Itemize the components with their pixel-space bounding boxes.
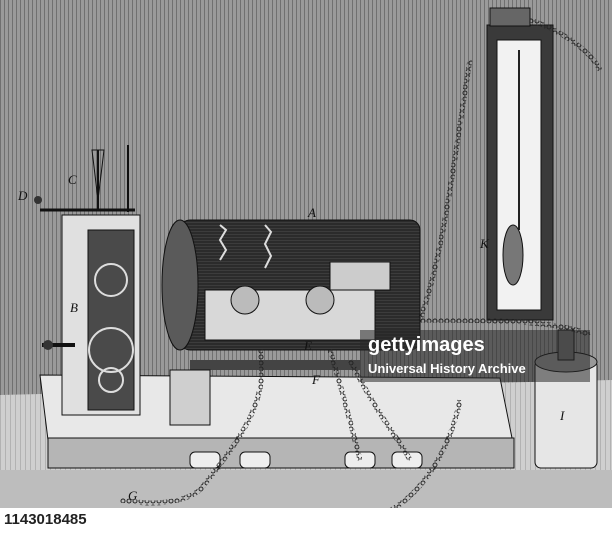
label-d: D	[18, 188, 28, 203]
label-e: E	[304, 338, 312, 353]
footer-bar	[0, 508, 612, 533]
label-i: I	[560, 408, 565, 423]
label-b: B	[70, 300, 78, 315]
watermark-brand: gettyimages	[368, 334, 485, 356]
label-f: F	[312, 372, 320, 387]
wire	[327, 349, 363, 461]
watermark: gettyimages Universal History Archive	[360, 330, 590, 382]
label-k: K	[480, 236, 489, 251]
wire	[529, 17, 603, 72]
wire	[417, 59, 473, 321]
pen-carriage	[204, 289, 376, 341]
label-a: A	[308, 205, 316, 220]
image-id: 1143018485	[4, 511, 87, 528]
label-g: G	[128, 488, 138, 503]
wire	[119, 349, 265, 506]
watermark-credit: Universal History Archive	[368, 361, 526, 376]
label-c: C	[68, 172, 77, 187]
wire	[347, 358, 413, 462]
